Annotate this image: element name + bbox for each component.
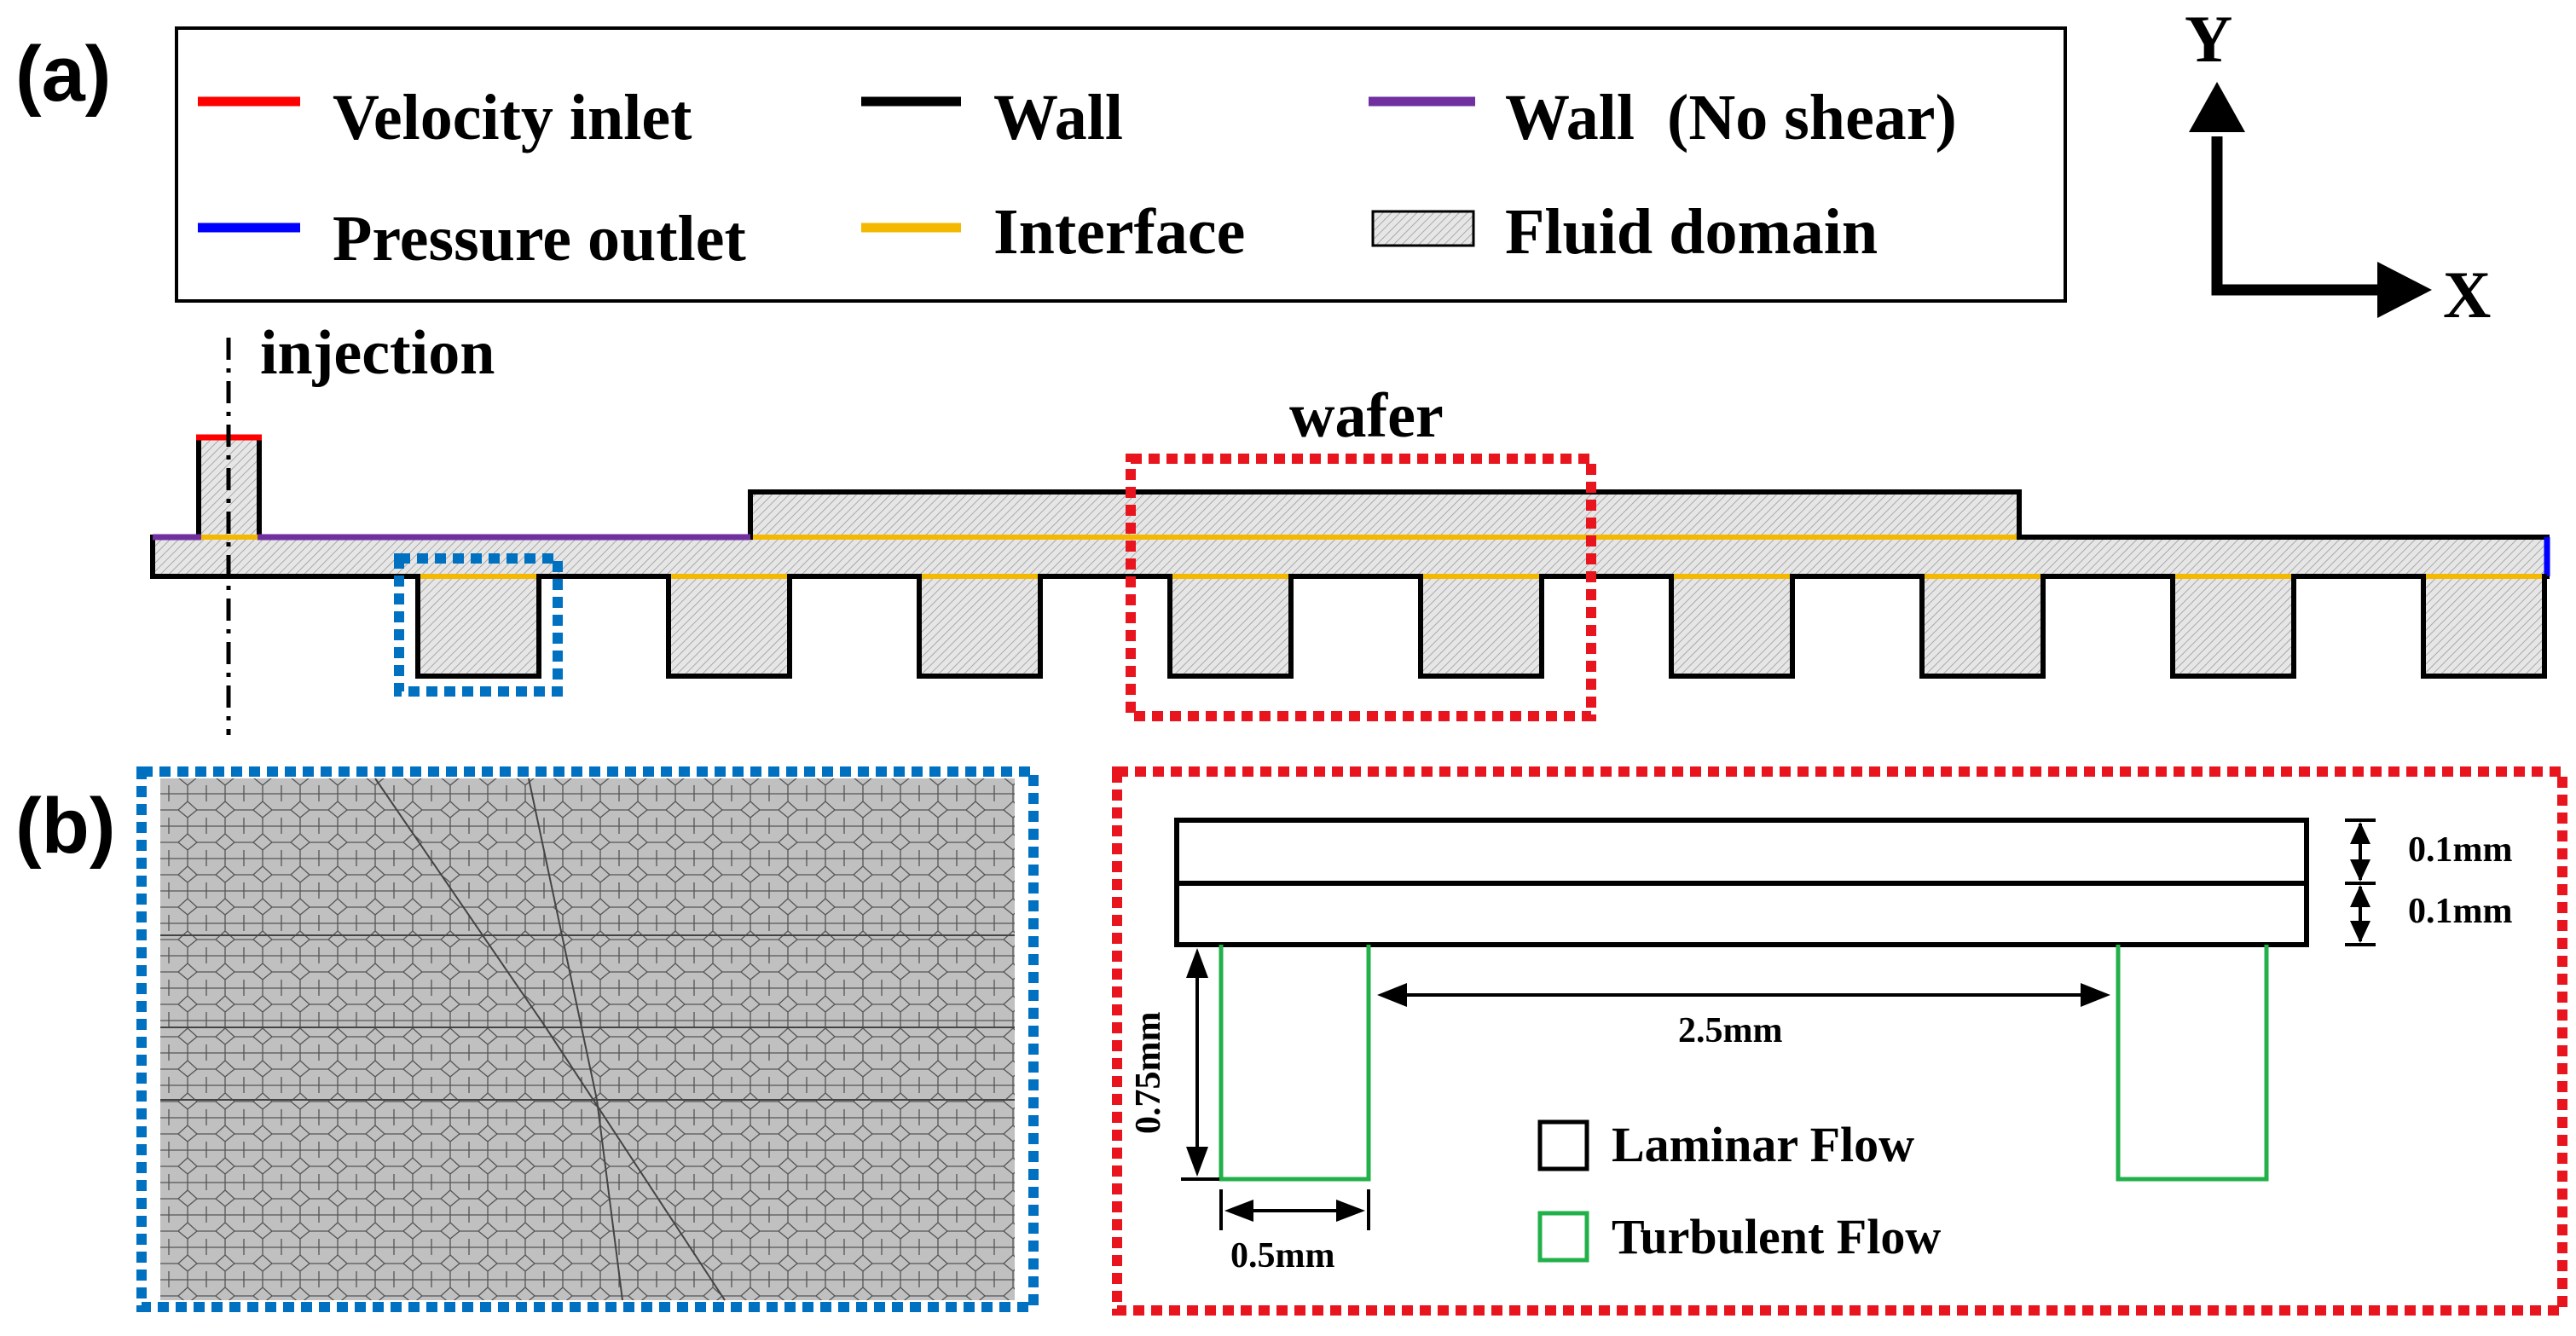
mesh-image [160,778,1015,1300]
turbulent-flow-label: Turbulent Flow [1612,1209,1941,1264]
lower-layer [1174,881,2309,947]
bottom-layer-dimension: 0.1mm [2408,892,2512,931]
legend-frame [175,26,2067,303]
turbulent-swatch [1537,1211,1589,1263]
dim-arrow [2350,921,2370,943]
dim-arrow [1336,1200,1365,1222]
injection-label: injection [260,318,495,388]
wafer-detail-highlight [1126,454,1596,721]
mesh-frame [136,766,1039,1312]
trench-8 [2170,574,2296,679]
legend-wall: Wall [993,82,1123,153]
dim-arrow [2350,885,2370,907]
legend-wall-no-shear: Wall (No shear) [1505,82,1957,153]
fluid-domain-swatch [1371,210,1475,247]
upper-layer [1174,818,2309,886]
mesh-detail-panel [136,766,1039,1312]
y-axis-label: Y [2185,2,2232,76]
boundary-legend: Velocity inlet Pressure outlet Wall Inte… [175,26,2067,303]
trench-2 [666,574,792,679]
mesh-detail-highlight [394,553,563,697]
dim-arrow [2081,983,2110,1007]
wafer-layer [748,489,2022,540]
axes-lines [2211,136,2379,296]
left-trench [1219,945,1371,1182]
trench-3 [917,574,1043,679]
wafer-label: wafer [1289,381,1444,451]
trench-5 [1418,574,1544,679]
geometry-frame [1112,766,2567,1316]
trench-9 [2421,574,2547,679]
legend-velocity-inlet: Velocity inlet [333,82,692,153]
panel-label-a: (a) [15,31,111,118]
trenches [415,574,2547,679]
dim-arrow [1377,983,1407,1007]
laminar-flow-label: Laminar Flow [1612,1117,1914,1172]
right-trench [2116,945,2269,1182]
legend-interface: Interface [993,196,1245,268]
dim-arrow [1224,1200,1253,1222]
trench-4 [1167,574,1294,679]
depth-dimension: 0.75mm [1129,1012,1168,1134]
coordinate-axes: Y X [2185,2,2491,332]
top-layer-dimension: 0.1mm [2408,830,2512,870]
width-dimension: 0.5mm [1230,1236,1334,1275]
fluid-domain-schematic [150,338,2550,735]
panel-label-b: (b) [15,783,115,870]
gap-dimension: 2.5mm [1678,1011,1782,1050]
mesh-feature-lines [160,778,1015,1301]
y-arrow-head [2189,82,2245,132]
dim-arrow [2350,822,2370,844]
trench-7 [1919,574,2046,679]
laminar-swatch [1537,1119,1589,1171]
legend-pressure-outlet: Pressure outlet [333,203,746,275]
x-arrow-head [2377,262,2432,318]
legend-fluid-domain: Fluid domain [1505,196,1878,268]
trench-1 [415,574,541,679]
geometry-detail-panel: 0.1mm 0.1mm 2.5mm 0.75mm 0.5mm Laminar F… [1112,766,2567,1316]
dim-arrow [1186,948,1208,978]
dim-arrow [1186,1147,1208,1177]
dim-arrow [2350,859,2370,882]
trench-6 [1669,574,1795,679]
x-axis-label: X [2443,257,2491,332]
